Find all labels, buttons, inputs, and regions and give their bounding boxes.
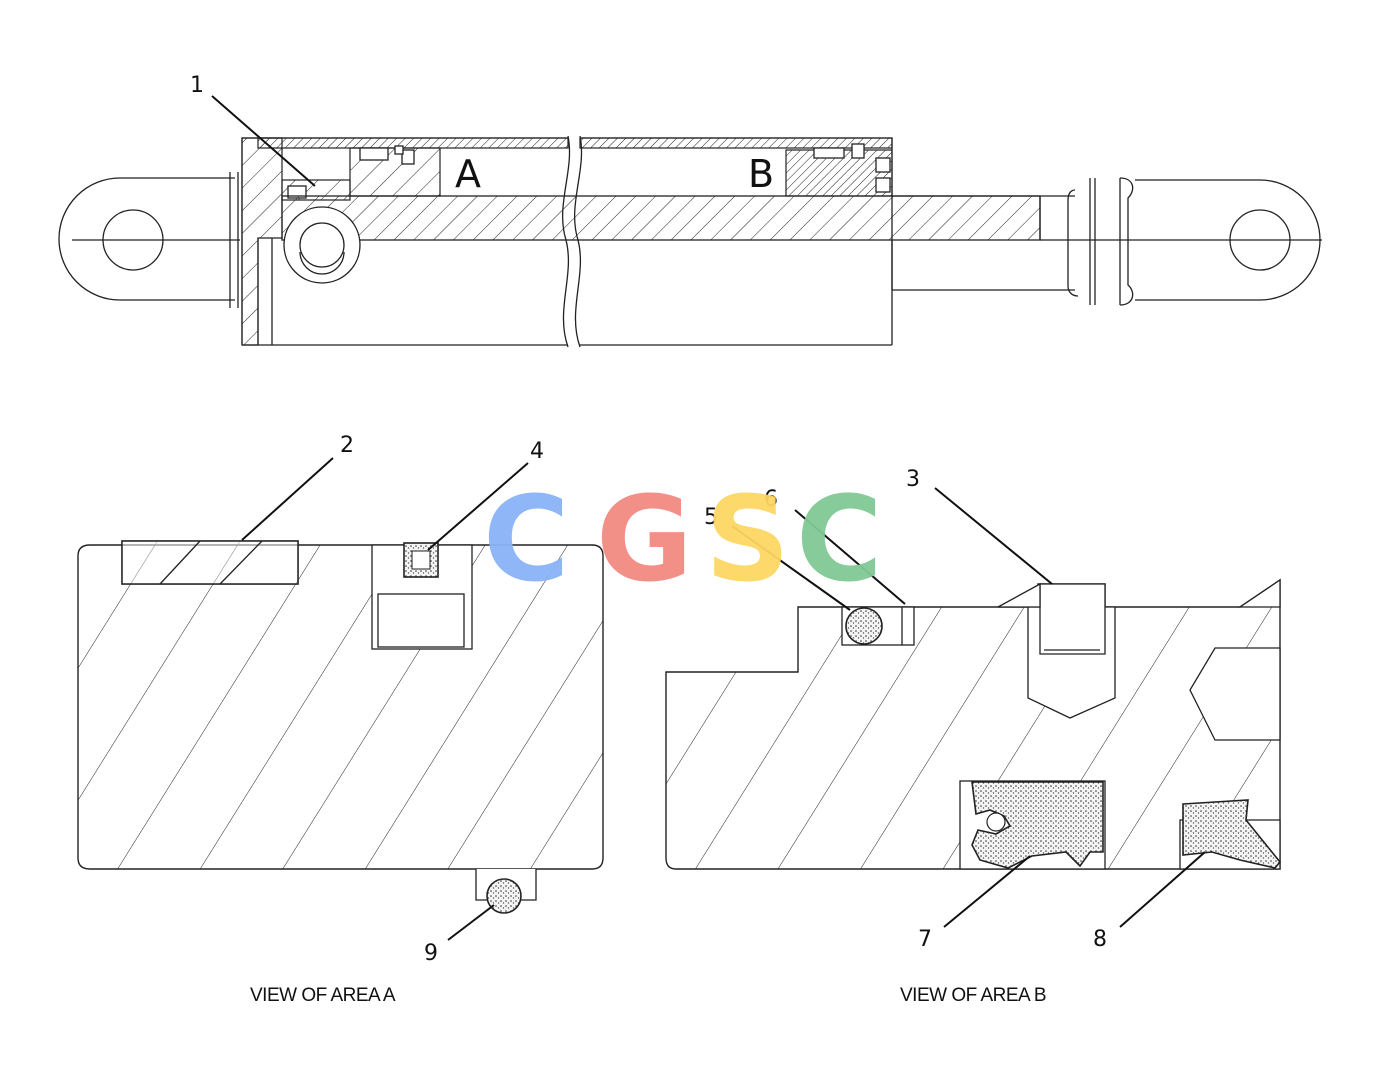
cgsc-watermark: C G S C (483, 470, 883, 608)
leader-8 (1119, 851, 1206, 928)
leader-1 (211, 95, 316, 187)
area-b-marker: B (748, 152, 774, 196)
area-a-marker: A (455, 152, 481, 196)
callout-1: 1 (190, 73, 204, 98)
leader-4 (427, 462, 529, 551)
part-5-o-ring (845, 607, 883, 645)
caption-view-a: VIEW OF AREA A (250, 985, 396, 1006)
left-eye-mount (58, 172, 240, 308)
watermark-letter-4: C (796, 470, 883, 608)
callout-2: 2 (340, 433, 354, 458)
view-of-area-a: 2 4 9 VIEW OF AREA A (77, 433, 604, 1006)
watermark-letter-1: C (483, 470, 570, 608)
watermark-letter-2: G (596, 470, 693, 608)
leader-6 (794, 509, 906, 605)
view-of-area-b: 5 6 3 7 8 VIEW OF AREA B (665, 467, 1282, 1006)
cylinder-barrel (241, 135, 1041, 348)
rod-end (892, 177, 1322, 306)
callout-8: 8 (1093, 927, 1107, 952)
callout-5: 5 (704, 505, 718, 530)
cylinder-assembly: A B 1 (58, 73, 1322, 348)
callout-3: 3 (906, 467, 920, 492)
caption-view-b: VIEW OF AREA B (900, 985, 1046, 1006)
part-9-o-ring (486, 878, 522, 914)
leader-2 (241, 457, 334, 541)
callout-9: 9 (424, 941, 438, 966)
callout-7: 7 (918, 927, 932, 952)
leader-5 (731, 525, 851, 611)
callout-6: 6 (764, 487, 778, 512)
leader-9 (447, 904, 495, 941)
watermark-letter-3: S (705, 470, 790, 608)
leader-3 (934, 487, 1053, 585)
part-8-wiper (1182, 799, 1282, 869)
callout-4: 4 (530, 439, 544, 464)
leader-7 (943, 855, 1031, 928)
